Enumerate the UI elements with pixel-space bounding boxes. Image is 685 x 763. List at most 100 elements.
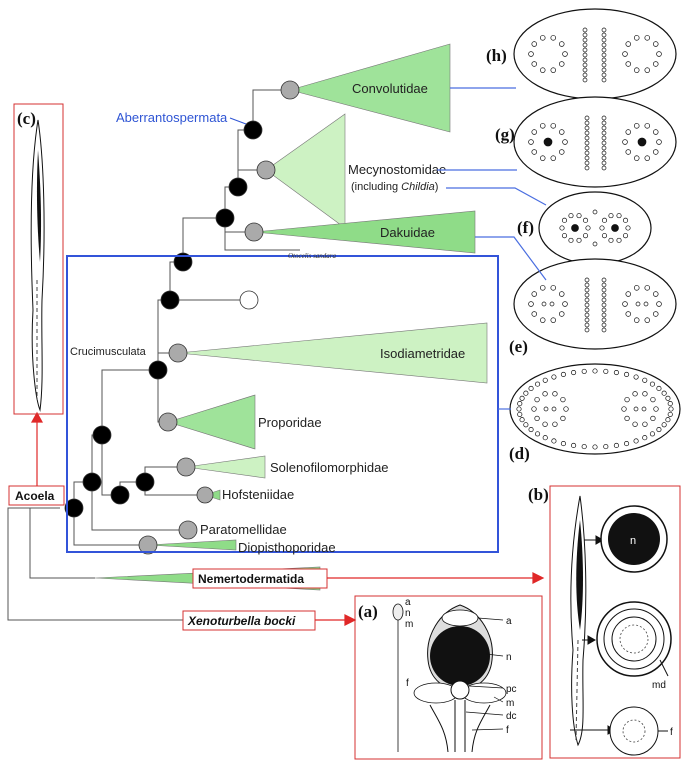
section-dot xyxy=(601,135,607,141)
clade-dakuidae xyxy=(253,210,476,254)
section-dot xyxy=(644,67,651,73)
section-dot xyxy=(584,165,590,171)
section-dot xyxy=(601,42,607,48)
section-dot xyxy=(601,287,607,293)
section-dot xyxy=(613,369,619,376)
clade-solenofilomorphidae xyxy=(185,455,266,479)
section-dot xyxy=(642,435,648,441)
section-dot xyxy=(642,391,648,397)
section-outer-b2 xyxy=(596,601,672,677)
label-m: m xyxy=(506,698,514,709)
label-md: md xyxy=(652,680,666,691)
label-f-small: f xyxy=(406,678,409,689)
section-dot xyxy=(668,406,674,412)
section-dot xyxy=(559,311,565,317)
section-dot xyxy=(582,32,588,38)
section-dot xyxy=(561,217,568,223)
section-dot xyxy=(584,297,590,303)
section-dot xyxy=(601,150,607,156)
section-dot xyxy=(584,322,590,328)
section-dot xyxy=(601,312,607,318)
section-dot xyxy=(644,285,651,291)
section-dot xyxy=(601,155,607,161)
crucimusculata-box xyxy=(66,255,499,553)
sperm-large-drawing xyxy=(413,604,507,753)
section-dot xyxy=(649,381,655,387)
section-dot xyxy=(653,41,659,47)
section-dot xyxy=(582,77,588,83)
clade-triangles xyxy=(94,43,488,591)
section-dot xyxy=(584,140,590,146)
section-dot-filled xyxy=(637,137,647,147)
section-dot xyxy=(601,322,607,328)
section-dot xyxy=(582,52,588,58)
section-dot xyxy=(616,237,622,243)
section-dot xyxy=(581,368,587,374)
label-n-small: n xyxy=(405,608,411,619)
section-dot xyxy=(584,145,590,151)
section-dot xyxy=(519,417,525,423)
section-dot xyxy=(552,391,558,397)
section-dot xyxy=(582,37,588,43)
node-filled xyxy=(82,472,102,492)
section-dot xyxy=(601,160,607,166)
section-dot xyxy=(550,67,557,73)
section-dot xyxy=(603,368,609,374)
section-dot xyxy=(542,435,548,441)
section-dot xyxy=(582,62,588,68)
section-dot xyxy=(653,291,659,297)
label-hofsteniidae: Hofsteniidae xyxy=(222,487,294,502)
section-dot xyxy=(653,149,659,155)
clade-mecynostomidae xyxy=(265,113,346,229)
section-dot xyxy=(622,51,628,57)
section-dot xyxy=(559,129,565,135)
label-f: f xyxy=(506,725,509,736)
section-dot xyxy=(559,41,565,47)
section-dot xyxy=(642,377,648,383)
section-dot xyxy=(576,237,582,243)
section-dot xyxy=(539,67,546,73)
section-dot-filled xyxy=(543,137,553,147)
label-f-b: f xyxy=(670,727,673,738)
clade-diopisthoporidae xyxy=(147,539,237,551)
note-suffix: ) xyxy=(435,181,439,193)
section-dot xyxy=(560,371,566,377)
panel-a-pointers xyxy=(465,617,504,731)
section-dot xyxy=(584,307,590,313)
section-f xyxy=(538,191,652,265)
panel-g-label: (g) xyxy=(495,125,515,144)
section-dot xyxy=(650,415,656,422)
section-dot xyxy=(601,217,608,223)
panel-c-label: (c) xyxy=(17,109,36,128)
section-dot xyxy=(643,301,649,307)
section-dot xyxy=(601,282,607,288)
section-dot xyxy=(550,123,557,129)
section-dot xyxy=(535,381,541,387)
section-dot xyxy=(635,301,641,307)
section-dot xyxy=(528,139,534,145)
label-nemertodermatida: Nemertodermatida xyxy=(198,572,304,586)
section-dot xyxy=(621,406,627,412)
section-dot xyxy=(582,57,588,63)
section-dot xyxy=(625,129,631,135)
section-dot xyxy=(601,145,607,151)
section-dot xyxy=(633,317,640,323)
section-dot xyxy=(542,391,548,397)
label-proporidae: Proporidae xyxy=(258,415,322,430)
section-dot xyxy=(601,292,607,298)
section-ellipses xyxy=(509,8,681,455)
section-dot xyxy=(601,62,607,68)
section-dot xyxy=(531,311,537,317)
section-dot xyxy=(633,155,640,161)
section-dot xyxy=(531,406,537,412)
section-dot xyxy=(603,444,609,450)
section-dot xyxy=(576,213,582,219)
section-dot xyxy=(622,233,629,239)
section-dot xyxy=(581,444,587,450)
section-dot xyxy=(653,311,659,317)
section-dot xyxy=(516,406,522,412)
section-dot xyxy=(560,441,566,447)
md-pointer xyxy=(659,659,669,677)
section-dot xyxy=(584,282,590,288)
